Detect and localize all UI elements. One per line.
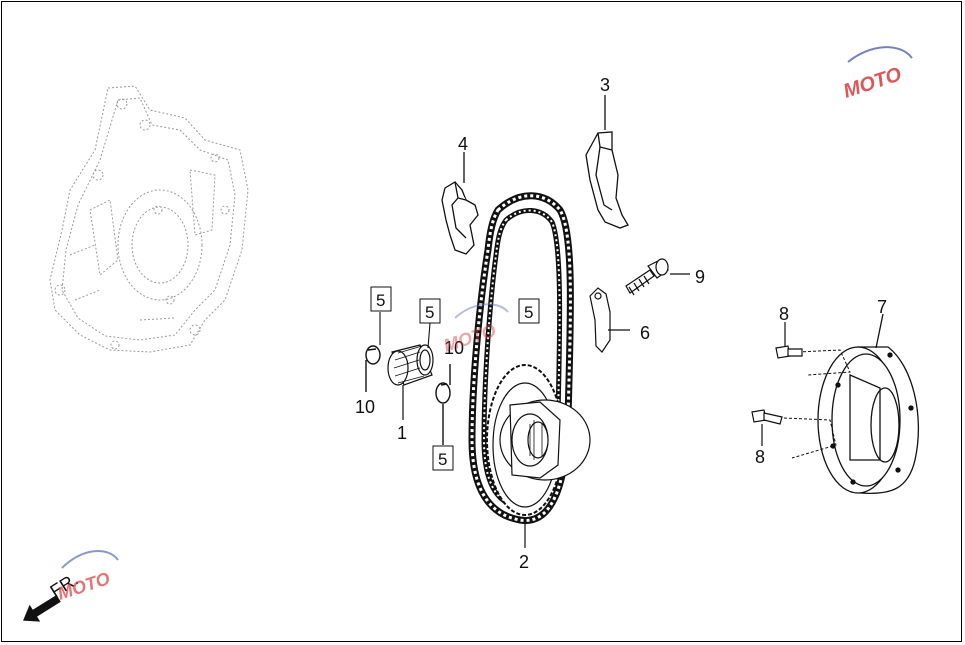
svg-text:5: 5 (425, 303, 434, 322)
circlip-part-right (435, 364, 451, 445)
tensioner-slipper-part (441, 152, 479, 255)
svg-text:MOTO: MOTO (841, 63, 905, 102)
boxed-callout-5a: 5 (370, 286, 392, 312)
flywheel-part (817, 313, 920, 495)
callout-6: 6 (640, 323, 650, 343)
leader-5b (427, 322, 431, 349)
boxed-callout-5c: 5 (518, 298, 540, 324)
arrow-down-left-icon (23, 594, 61, 622)
svg-text:MOTO: MOTO (441, 320, 498, 356)
boxed-callout-5d: 5 (432, 445, 454, 471)
callout-10-left: 10 (355, 397, 375, 417)
moto-logo-watermark: MOTO (841, 46, 913, 103)
callout-2: 2 (519, 552, 529, 572)
chain-guide-part (585, 95, 629, 229)
flywheel-guide-lines (783, 349, 851, 459)
small-bolt-lower (751, 409, 783, 446)
bolt-part (625, 258, 690, 296)
needle-bearing-part (387, 344, 434, 420)
plate-part (589, 287, 630, 353)
callout-3: 3 (600, 75, 610, 95)
boxed-callout-5b: 5 (419, 298, 441, 324)
small-bolt-upper (775, 322, 803, 359)
circlip-part-left (365, 345, 381, 392)
callout-8-upper: 8 (779, 304, 789, 324)
svg-text:5: 5 (438, 450, 447, 469)
callout-8-lower: 8 (755, 447, 765, 467)
callout-7: 7 (877, 297, 887, 317)
callout-9: 9 (695, 267, 705, 287)
svg-text:5: 5 (376, 291, 385, 310)
callout-1: 1 (397, 423, 407, 443)
svg-text:5: 5 (524, 303, 533, 322)
callout-10-right: 10 (444, 338, 464, 358)
sprocket-part (486, 364, 591, 548)
crankcase-ghost (49, 85, 249, 353)
callout-4: 4 (458, 134, 468, 154)
